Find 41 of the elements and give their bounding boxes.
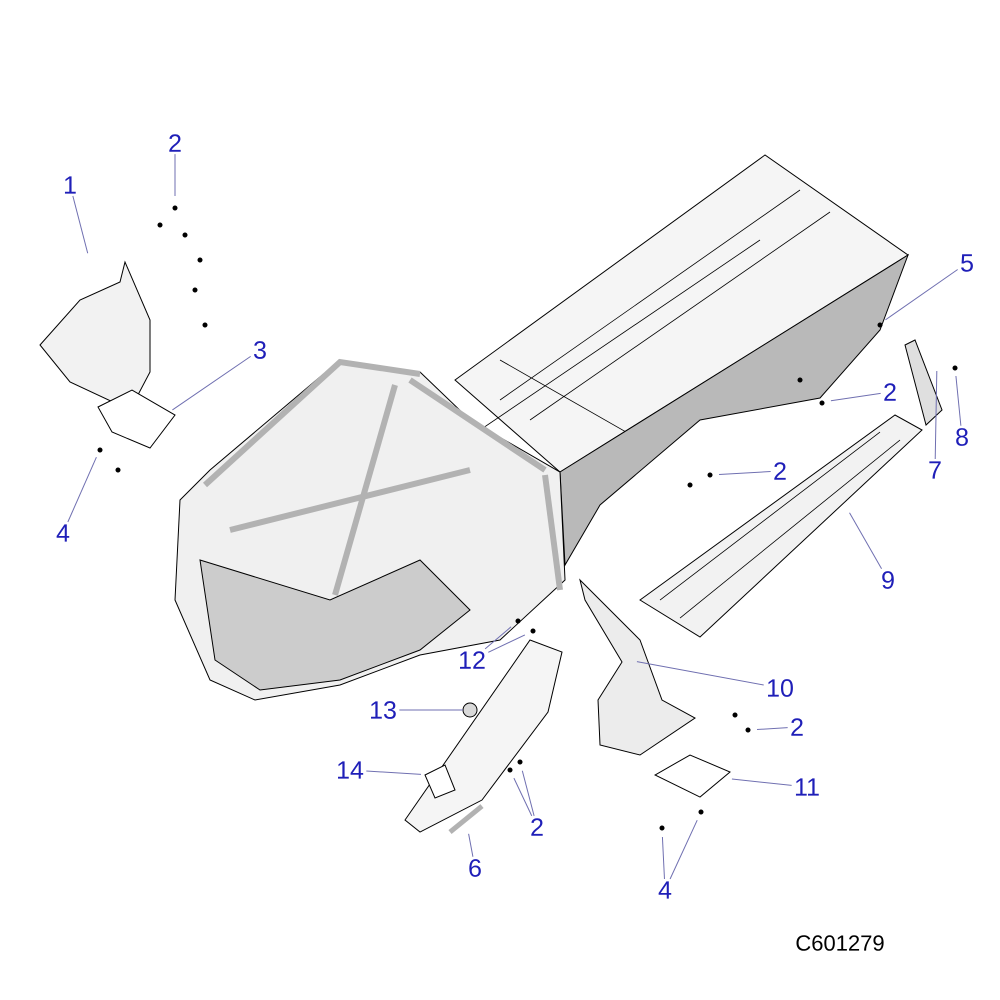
callout-number: 2 bbox=[774, 462, 786, 480]
callout-number: 2 bbox=[884, 383, 896, 401]
leader-line bbox=[731, 778, 792, 786]
leader-line bbox=[830, 392, 882, 402]
leader-line bbox=[934, 370, 938, 460]
leader-line bbox=[484, 626, 512, 650]
leader-line bbox=[174, 154, 176, 196]
leader-line bbox=[849, 512, 882, 570]
leader-line bbox=[72, 196, 88, 254]
callout-number: 4 bbox=[56, 524, 70, 542]
drawing-number: C601279 bbox=[796, 935, 884, 951]
leader-line bbox=[670, 820, 698, 880]
callout-number: 12 bbox=[460, 651, 485, 669]
callout-number: 8 bbox=[956, 428, 968, 446]
callout-number: 10 bbox=[768, 679, 793, 697]
leader-line bbox=[67, 456, 97, 522]
leader-line bbox=[366, 770, 422, 775]
callout-number: 11 bbox=[796, 778, 819, 796]
callout-number: 4 bbox=[658, 881, 672, 899]
leader-line bbox=[884, 269, 958, 320]
leader-line bbox=[172, 356, 252, 410]
callout-number: 7 bbox=[929, 461, 941, 479]
callout-number: 9 bbox=[882, 571, 894, 589]
leader-line bbox=[955, 376, 962, 426]
leader-line bbox=[513, 778, 532, 816]
leader-line bbox=[636, 661, 764, 686]
callout-number: 5 bbox=[961, 254, 973, 272]
callout-number: 2 bbox=[791, 718, 803, 736]
leader-line bbox=[756, 727, 788, 730]
callout-number: 2 bbox=[169, 134, 181, 152]
leader-line bbox=[468, 833, 474, 858]
leader-line bbox=[522, 770, 535, 816]
callout-number: 13 bbox=[371, 701, 396, 719]
leader-line bbox=[718, 471, 772, 475]
callout-number: 14 bbox=[338, 761, 364, 779]
callout-number: 2 bbox=[531, 818, 543, 836]
callout-number: 3 bbox=[254, 341, 266, 359]
leader-line bbox=[488, 634, 526, 653]
leader-line bbox=[662, 836, 665, 880]
callout-number: 1 bbox=[64, 176, 76, 194]
callout-number: 6 bbox=[469, 859, 481, 877]
